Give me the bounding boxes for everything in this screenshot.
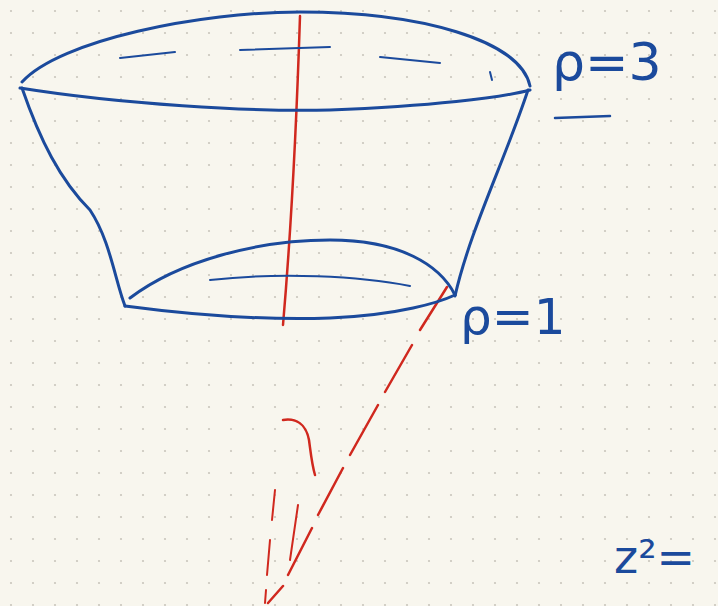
axis-dashes (265, 490, 275, 603)
shade-stroke (490, 72, 492, 80)
right-side (455, 90, 528, 296)
label-underline (555, 116, 610, 118)
z-axis (283, 16, 300, 325)
cone-line (268, 287, 447, 603)
axis-dashes (290, 505, 298, 560)
shade-stroke (380, 57, 440, 63)
top-arc (22, 12, 530, 86)
left-side (22, 88, 125, 306)
top-front-arc (20, 88, 530, 110)
bottom-front-arc (125, 295, 455, 319)
math-label: ρ=3 (552, 36, 662, 88)
shade-stroke (240, 47, 330, 50)
shade-stroke (120, 52, 175, 58)
math-label: z²= (614, 534, 695, 580)
shell-outline (20, 12, 610, 319)
bottom-back-arc (130, 240, 455, 298)
angle-mark (283, 420, 315, 475)
math-label: ρ=1 (460, 292, 565, 342)
shade-stroke (210, 276, 410, 286)
